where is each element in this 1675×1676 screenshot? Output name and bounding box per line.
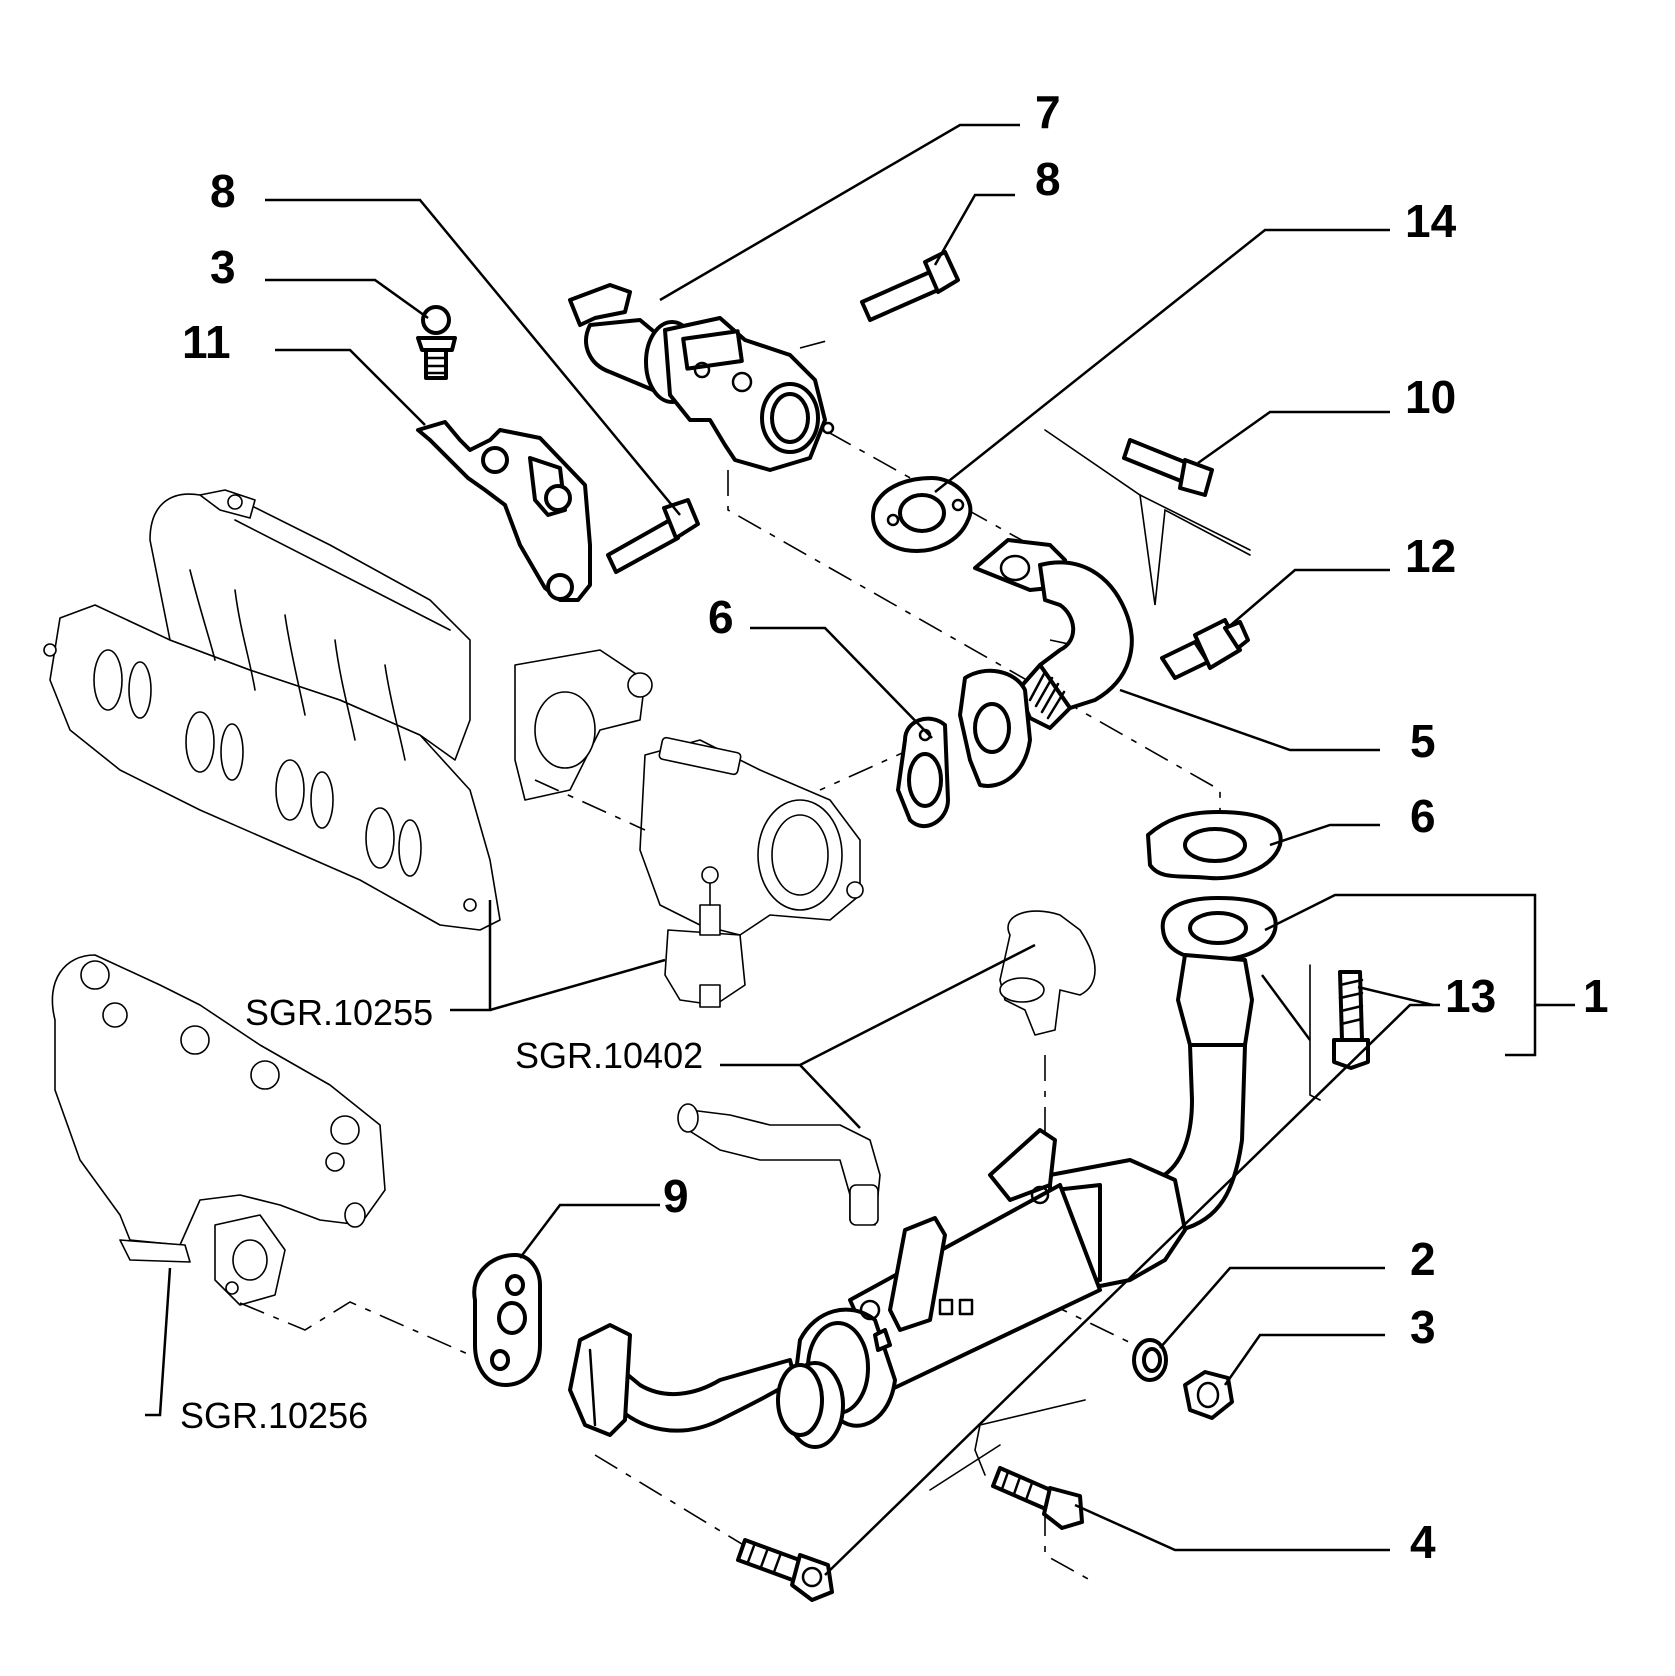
callout-14: 14 bbox=[1405, 195, 1457, 247]
assembly-axes bbox=[239, 339, 1321, 1581]
intake-manifold-ghost bbox=[43, 489, 653, 931]
ball-stud-3-top bbox=[416, 305, 457, 380]
callout-10: 10 bbox=[1405, 371, 1456, 423]
bolt-8-top bbox=[860, 250, 960, 322]
washer-2 bbox=[1132, 1338, 1168, 1382]
callout-8-top: 8 bbox=[1035, 153, 1061, 205]
nut-3-bottom bbox=[1183, 1370, 1234, 1420]
callout-11: 11 bbox=[182, 316, 231, 368]
callout-3-bottom: 3 bbox=[1410, 1301, 1436, 1353]
callout-12: 12 bbox=[1405, 530, 1456, 582]
callout-9: 9 bbox=[663, 1170, 689, 1222]
coolant-hose-ghost bbox=[677, 910, 1096, 1226]
plug-12 bbox=[1160, 618, 1250, 680]
callout-6-left: 6 bbox=[708, 591, 734, 643]
ref-sgr-10255: SGR.10255 bbox=[245, 992, 433, 1033]
bolt-13 bbox=[1332, 970, 1370, 1070]
gasket-14 bbox=[871, 476, 973, 553]
callout-2: 2 bbox=[1410, 1233, 1436, 1285]
throttle-body-ghost bbox=[639, 736, 864, 1008]
bolt-10 bbox=[1122, 438, 1214, 497]
gasket-9 bbox=[472, 1253, 542, 1387]
callout-7: 7 bbox=[1035, 86, 1061, 138]
callout-3-top: 3 bbox=[210, 241, 236, 293]
bolt-4 bbox=[991, 1466, 1084, 1530]
callout-4: 4 bbox=[1410, 1516, 1436, 1568]
gasket-6-left bbox=[896, 716, 950, 828]
callout-13: 13 bbox=[1445, 970, 1496, 1022]
exhaust-manifold-ghost bbox=[51, 954, 386, 1306]
callout-8-left: 8 bbox=[210, 165, 236, 217]
bolt-13-bottom bbox=[736, 1538, 834, 1602]
ref-sgr-10402: SGR.10402 bbox=[515, 1035, 703, 1076]
bolt-8-left bbox=[606, 498, 700, 574]
bracket-11 bbox=[416, 420, 592, 602]
callout-5: 5 bbox=[1410, 715, 1436, 767]
egr-valve bbox=[568, 283, 835, 472]
leader-lines bbox=[145, 123, 1575, 1576]
callout-6-right: 6 bbox=[1410, 790, 1436, 842]
callout-1: 1 bbox=[1583, 970, 1609, 1022]
gasket-6-right bbox=[1146, 810, 1283, 881]
ref-sgr-10256: SGR.10256 bbox=[180, 1395, 368, 1436]
egr-pipe-5 bbox=[958, 538, 1134, 788]
